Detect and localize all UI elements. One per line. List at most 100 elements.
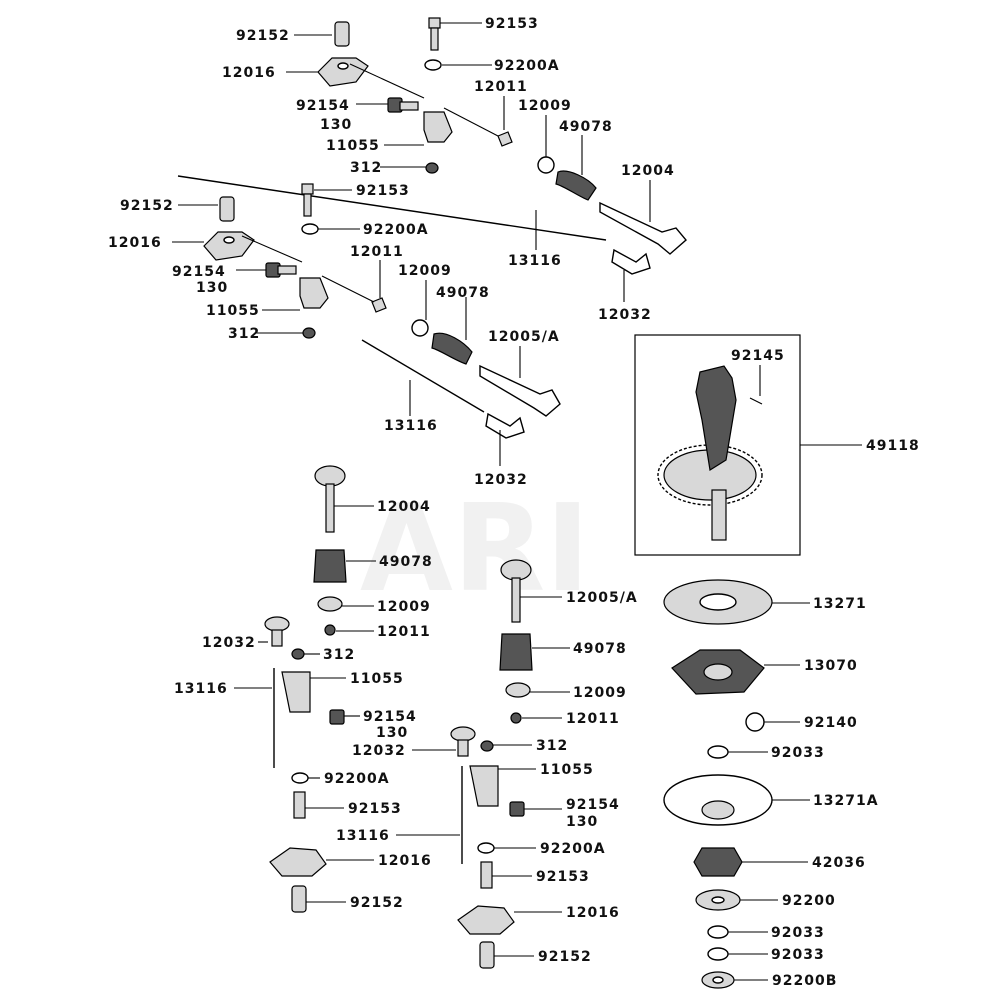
callout-label: 49078 <box>559 119 613 135</box>
spring-49078 <box>499 633 533 671</box>
valve-stem-12004 <box>325 483 335 533</box>
callout-label: 130 <box>320 117 352 133</box>
callout-label: 12011 <box>474 79 528 95</box>
washer-92200A <box>301 223 319 235</box>
cap-12011 <box>371 297 387 313</box>
valve-stack-right <box>450 559 533 969</box>
callout-label: 11055 <box>206 303 260 319</box>
washer-92200A <box>424 59 442 71</box>
bracket-11055 <box>469 765 499 807</box>
callout-label: 12009 <box>398 263 452 279</box>
bolt-92153 <box>480 861 493 889</box>
callout-label: 49078 <box>573 641 627 657</box>
callout-label: 92154 <box>566 797 620 813</box>
callout-label: 92152 <box>538 949 592 965</box>
callout-label: 92153 <box>356 183 410 199</box>
rocker-assembly-upper <box>177 17 687 275</box>
callout-label: 13271A <box>813 793 879 809</box>
pivot-92152 <box>219 196 235 222</box>
tappet-12032 <box>485 412 525 439</box>
callout-label: 130 <box>376 725 408 741</box>
rocker-assembly-middle <box>203 183 561 439</box>
sleeve-42036 <box>693 847 743 877</box>
callout-label: 12016 <box>108 235 162 251</box>
callout-label: 312 <box>228 326 260 342</box>
ring-92033 <box>707 745 729 759</box>
callout-label: 13116 <box>174 681 228 697</box>
pivot-92152 <box>334 21 350 47</box>
governor-stack <box>663 579 773 989</box>
callout-label: 12005/A <box>488 329 560 345</box>
callout-label: 130 <box>196 280 228 296</box>
retainer-12009 <box>505 682 531 698</box>
tappet-12032 <box>264 616 290 632</box>
callout-label: 92152 <box>350 895 404 911</box>
tappet-12032 <box>450 726 476 742</box>
bracket-11055 <box>423 111 453 143</box>
callout-label: 92033 <box>771 745 825 761</box>
callout-label: 92140 <box>804 715 858 731</box>
pivot-92152 <box>291 885 307 913</box>
callout-label: 92154 <box>363 709 417 725</box>
nut-312 <box>480 740 494 752</box>
callout-label: 49078 <box>379 554 433 570</box>
callout-label: 92154 <box>172 264 226 280</box>
callout-label: 92033 <box>771 925 825 941</box>
callout-label: 92145 <box>731 348 785 364</box>
rocker-arm-12016 <box>269 847 327 877</box>
callout-label: 13116 <box>384 418 438 434</box>
nut-312 <box>291 648 305 660</box>
pivot-92152 <box>479 941 495 969</box>
callout-label: 12032 <box>352 743 406 759</box>
callout-label: 312 <box>323 647 355 663</box>
leader-lines <box>172 22 862 981</box>
camshaft-lobes <box>695 365 737 471</box>
callout-label: 13116 <box>336 828 390 844</box>
retainer-12009 <box>411 319 429 337</box>
bolt-92153 <box>293 791 306 819</box>
callout-label: 92200A <box>363 222 429 238</box>
valve-12004 <box>599 201 687 255</box>
callout-label: 13271 <box>813 596 867 612</box>
cap-12011 <box>324 624 336 636</box>
callout-label: 49078 <box>436 285 490 301</box>
callout-label: 12016 <box>566 905 620 921</box>
callout-label: 12009 <box>573 685 627 701</box>
callout-label: 92153 <box>536 869 590 885</box>
rocker-arm-12016 <box>457 905 515 935</box>
bolt-shank-92153 <box>430 27 439 51</box>
spring-49078 <box>313 549 347 583</box>
callout-label: 11055 <box>350 671 404 687</box>
callout-label: 12011 <box>377 624 431 640</box>
valve-stem-12005 <box>511 577 521 623</box>
valve-head-12005 <box>500 559 532 581</box>
push-rod-13116 <box>177 175 607 241</box>
callout-label: 92200A <box>540 841 606 857</box>
washer-92200A <box>477 842 495 854</box>
callout-label: 49118 <box>866 438 920 454</box>
camshaft-inset <box>634 334 801 556</box>
valve-head-12004 <box>314 465 346 487</box>
nut-312 <box>302 327 316 339</box>
bolt-head-92153 <box>301 183 314 195</box>
callout-label: 130 <box>566 814 598 830</box>
callout-label: 92033 <box>771 947 825 963</box>
callout-label: 92154 <box>296 98 350 114</box>
rocker-arm-12016 <box>317 57 369 87</box>
callout-label: 92200A <box>494 58 560 74</box>
valve-12005 <box>479 364 561 417</box>
callout-label: 92153 <box>485 16 539 32</box>
callout-label: 12004 <box>377 499 431 515</box>
spring-49078 <box>431 332 473 365</box>
callout-label: 12005/A <box>566 590 638 606</box>
bolt-head-92153 <box>428 17 441 29</box>
retainer-12009 <box>537 156 555 174</box>
callout-label: 12032 <box>474 472 528 488</box>
callout-label: 312 <box>536 738 568 754</box>
cap-12011 <box>497 131 513 147</box>
bracket-11055 <box>281 671 311 713</box>
retainer-12009 <box>317 596 343 612</box>
callout-label: 12009 <box>377 599 431 615</box>
